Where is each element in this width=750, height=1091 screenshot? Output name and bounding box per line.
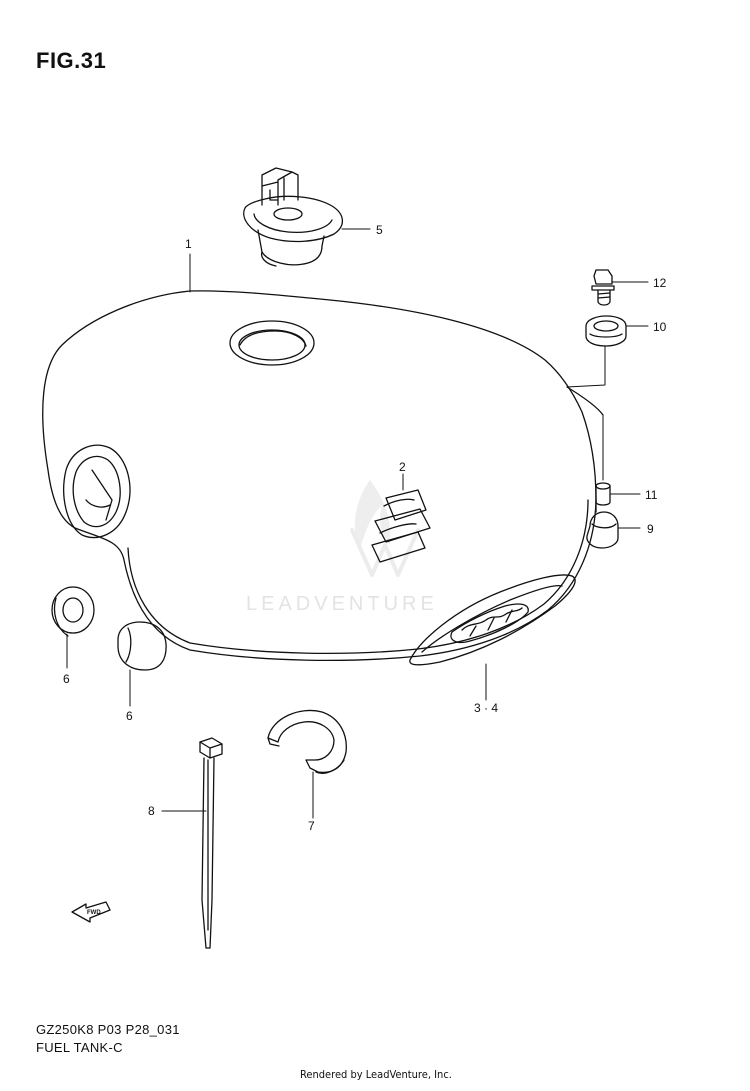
model-code: GZ250K8 P03 P28_031 [36,1022,180,1037]
figure-title: FIG.31 [36,48,107,73]
tank-emblem[interactable] [371,489,431,563]
callout-6b: 6 [126,709,133,723]
callout-1: 1 [185,237,192,251]
callout-10: 10 [653,320,667,334]
grommet[interactable] [585,315,627,347]
fuel-cap[interactable] [243,167,344,267]
watermark-text: LEADVENTURE [246,593,438,615]
spacer[interactable] [595,482,611,506]
cushion-b[interactable] [117,621,167,671]
callout-12: 12 [653,276,667,290]
watermark: LEADVENTURE [246,480,438,615]
leader-lines [66,228,649,819]
cable-tie[interactable] [199,737,223,949]
callout-9: 9 [647,522,654,536]
bolt[interactable] [591,269,615,306]
rear-cushion[interactable] [586,499,619,549]
callout-5: 5 [376,223,383,237]
fwd-label: FWD [87,910,101,916]
callout-8: 8 [148,804,155,818]
marauder-emblem[interactable] [409,574,576,666]
callout-7: 7 [308,819,315,833]
callout-labels: 1 2 3 · 4 5 6 6 7 8 9 10 11 12 [63,223,667,833]
callout-3-4: 3 · 4 [474,701,498,715]
callout-11: 11 [645,488,658,502]
fwd-arrow-icon: FWD [71,901,111,923]
callout-2: 2 [399,460,406,474]
fuel-tank[interactable] [42,290,604,661]
render-credit: Rendered by LeadVenture, Inc. [300,1068,452,1081]
section-name: FUEL TANK-C [36,1040,123,1055]
clamp[interactable] [267,709,347,774]
callout-6a: 6 [63,672,70,686]
cushion-a[interactable] [51,586,95,637]
